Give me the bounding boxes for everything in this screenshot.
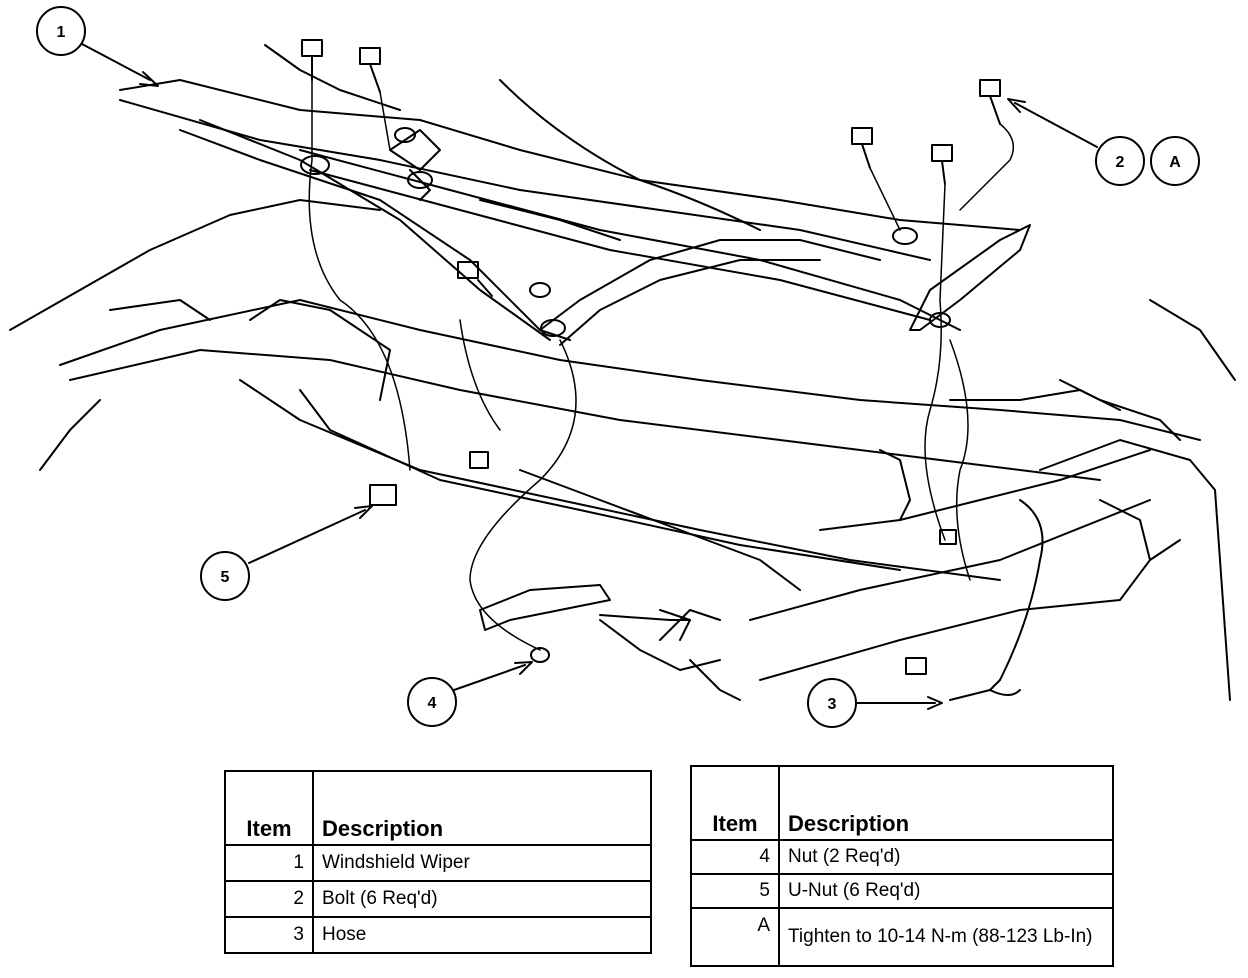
- cowl-panel-drawing: [9, 199, 1236, 701]
- callout-2: 2: [1095, 136, 1145, 186]
- legend-row: 2 Bolt (6 Req'd): [224, 880, 652, 918]
- svg-text:2: 2: [1116, 154, 1125, 171]
- legend-item-description: Windshield Wiper: [312, 844, 652, 882]
- wiper-assembly-diagram: 1 2 A 5 4 3: [9, 6, 1236, 728]
- bolt-leader-lines: [308, 79, 1015, 651]
- callout-4: 4: [407, 677, 457, 727]
- legend-table-right: Item Description 4 Nut (2 Req'd) 5 U-Nut…: [690, 765, 1114, 967]
- svg-text:3: 3: [828, 696, 837, 713]
- legend-row: 5 U-Nut (6 Req'd): [690, 873, 1114, 909]
- legend-row: 4 Nut (2 Req'd): [690, 839, 1114, 875]
- legend-item-description: Hose: [312, 916, 652, 954]
- callout-arrows: [81, 43, 1098, 710]
- bolt-drawing: [301, 39, 1001, 297]
- header-item: Item: [690, 765, 780, 841]
- legend-row: A Tighten to 10-14 N-m (88-123 Lb-In): [690, 907, 1114, 967]
- callout-3: 3: [807, 678, 857, 728]
- svg-text:5: 5: [221, 569, 230, 586]
- svg-text:1: 1: [57, 24, 66, 41]
- svg-text:4: 4: [428, 695, 437, 712]
- wiper-linkage-drawing: [119, 44, 1031, 346]
- callout-a: A: [1150, 136, 1200, 186]
- legend-item-number: 3: [224, 916, 314, 954]
- header-item: Item: [224, 770, 314, 846]
- legend-row: 3 Hose: [224, 916, 652, 954]
- callout-1: 1: [36, 6, 86, 56]
- legend-item-description: Bolt (6 Req'd): [312, 880, 652, 918]
- legend-row: 1 Windshield Wiper: [224, 844, 652, 882]
- fastener-drawing: [369, 451, 1044, 701]
- callout-5: 5: [200, 551, 250, 601]
- legend-item-description: Nut (2 Req'd): [778, 839, 1114, 875]
- legend-item-number: A: [690, 907, 780, 967]
- header-description: Description: [312, 770, 652, 846]
- legend-item-number: 4: [690, 839, 780, 875]
- legend-item-number: 2: [224, 880, 314, 918]
- legend-item-number: 1: [224, 844, 314, 882]
- legend-table-left: Item Description 1 Windshield Wiper 2 Bo…: [224, 770, 652, 954]
- svg-text:A: A: [1169, 154, 1181, 171]
- legend-item-number: 5: [690, 873, 780, 909]
- header-description: Description: [778, 765, 1114, 841]
- legend-header-row: Item Description: [224, 770, 652, 846]
- legend-item-description: Tighten to 10-14 N-m (88-123 Lb-In): [778, 907, 1114, 967]
- legend-item-description: U-Nut (6 Req'd): [778, 873, 1114, 909]
- legend-header-row: Item Description: [690, 765, 1114, 841]
